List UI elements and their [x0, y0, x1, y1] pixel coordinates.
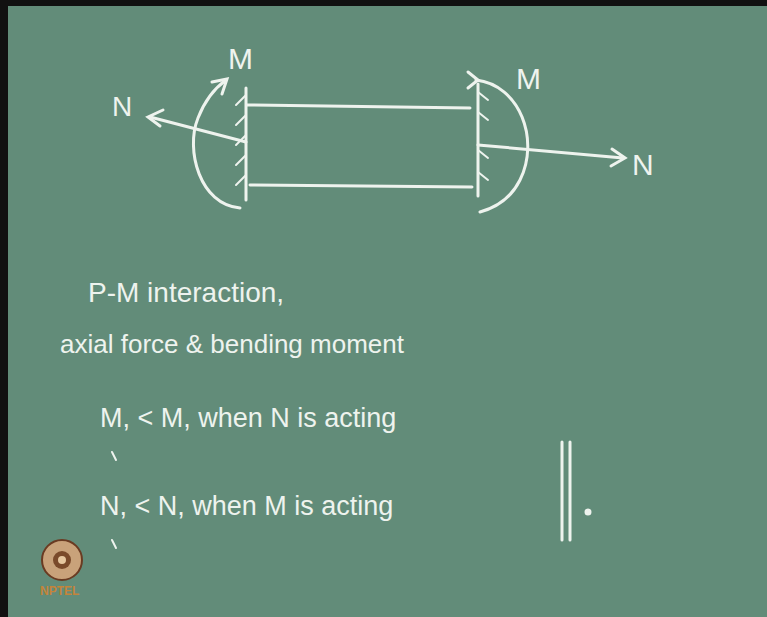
axial-force-label: N: [112, 92, 132, 123]
note-heading: P-M interaction,: [88, 278, 284, 309]
axial-force-label: N: [632, 148, 654, 181]
moment-label: M: [228, 42, 253, 75]
note-text: axial force & bending moment: [60, 330, 404, 359]
inequality-note: N, < N, when M is acting: [100, 492, 393, 522]
logo-text: NPTEL: [40, 585, 79, 598]
nptel-logo: [42, 540, 82, 580]
moment-label: M: [516, 62, 541, 95]
inequality-note: M, < M, when N is acting: [100, 404, 396, 434]
